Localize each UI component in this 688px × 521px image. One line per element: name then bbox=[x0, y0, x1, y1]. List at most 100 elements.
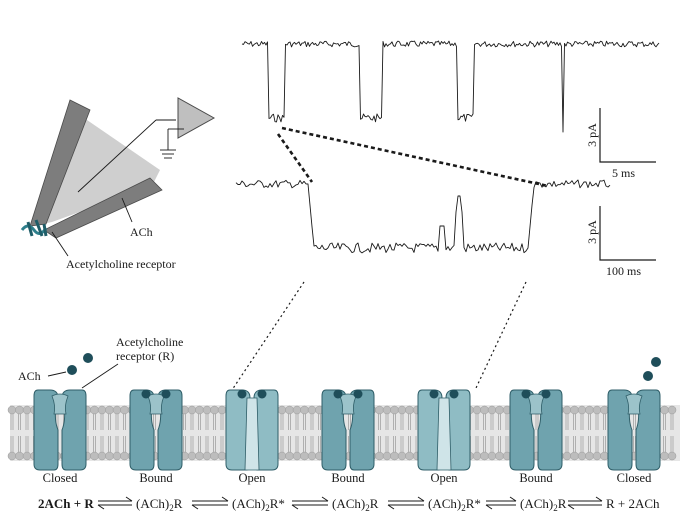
ach-membrane-leader bbox=[47, 371, 67, 377]
scalebar-top-time: 5 ms bbox=[612, 166, 635, 180]
lipid-head bbox=[660, 451, 669, 461]
ach-molecule-bound bbox=[449, 389, 459, 399]
lipid-head bbox=[390, 451, 399, 461]
forward-arrow-head bbox=[125, 496, 133, 502]
lipid-head bbox=[405, 451, 414, 461]
eq-species-1: 2ACh + R bbox=[38, 496, 94, 511]
amplifier-triangle bbox=[177, 97, 216, 139]
lipid-head bbox=[667, 405, 677, 415]
receptor-bound bbox=[321, 389, 375, 471]
receptor-gate-closed bbox=[625, 393, 643, 415]
reverse-arrow-head bbox=[567, 504, 575, 510]
reverse-arrow-head bbox=[291, 504, 299, 510]
state-label: Closed bbox=[617, 471, 652, 485]
lipid-head bbox=[90, 451, 99, 461]
ach-pipette-leader bbox=[121, 197, 133, 223]
lipid-head bbox=[480, 405, 489, 415]
ach-pipette-label: ACh bbox=[130, 225, 153, 239]
lipid-head bbox=[592, 451, 602, 461]
electrode-wire bbox=[77, 119, 157, 193]
lipid-head bbox=[382, 405, 392, 415]
ach-molecule bbox=[83, 353, 93, 363]
lipid-head bbox=[660, 405, 669, 415]
ach-membrane-label: ACh bbox=[18, 369, 41, 383]
receptor-sequence bbox=[33, 389, 661, 471]
scalebar-top: 3 pA 5 ms bbox=[585, 108, 656, 180]
lipid-head bbox=[15, 405, 24, 415]
eq-species-6: (ACh)2R bbox=[520, 496, 567, 513]
lipid-head bbox=[97, 405, 107, 415]
lipid-head bbox=[577, 451, 587, 461]
free-ach-right bbox=[643, 357, 661, 381]
receptor-closed bbox=[33, 389, 87, 471]
lipid-head bbox=[570, 405, 579, 415]
lipid-head bbox=[7, 405, 17, 415]
lipid-head bbox=[210, 405, 219, 415]
patch-membrane-stroke bbox=[20, 224, 48, 235]
eq-species-5: (ACh)2R* bbox=[428, 496, 481, 513]
receptor-closed bbox=[607, 389, 661, 471]
lipid-head bbox=[390, 405, 399, 415]
receptor-bound bbox=[509, 389, 563, 471]
lipid-head bbox=[667, 451, 677, 461]
lipid-head bbox=[382, 451, 392, 461]
receptor-pipette-label: Acetylcholine receptor bbox=[66, 257, 176, 271]
eq-species-2: (ACh)2R bbox=[136, 496, 183, 513]
lipid-head bbox=[585, 405, 594, 415]
ach-molecule-bound bbox=[333, 389, 343, 399]
receptor-pipette-leader bbox=[51, 231, 69, 257]
ach-molecule-bound bbox=[161, 389, 171, 399]
scalebar-top-axes bbox=[599, 108, 656, 163]
lipid-head bbox=[562, 451, 572, 461]
lipid-head bbox=[292, 451, 302, 461]
open-connector-right bbox=[475, 281, 527, 389]
forward-arrow-head bbox=[595, 496, 603, 502]
lipid-head bbox=[495, 451, 504, 461]
lipid-head bbox=[277, 451, 287, 461]
pipette-wall-upper bbox=[29, 99, 91, 227]
lipid-head bbox=[600, 451, 609, 461]
receptor-gate-closed bbox=[147, 393, 165, 415]
lipid-head bbox=[97, 451, 107, 461]
lipid-head bbox=[585, 451, 594, 461]
eq-species-7: R + 2ACh bbox=[606, 496, 660, 511]
equilibrium-arrows bbox=[97, 496, 603, 510]
lipid-head bbox=[195, 405, 204, 415]
ach-molecule-bound bbox=[541, 389, 551, 399]
ach-molecule-bound bbox=[237, 389, 247, 399]
lipid-head bbox=[112, 451, 122, 461]
lipid-head bbox=[397, 451, 407, 461]
receptor-r-leader bbox=[81, 363, 119, 389]
lipid-head bbox=[300, 405, 309, 415]
state-label: Bound bbox=[519, 471, 553, 485]
scalebar-bottom-axes bbox=[599, 206, 656, 261]
lipid-head bbox=[105, 451, 114, 461]
amplifier bbox=[160, 97, 216, 159]
lipid-head bbox=[22, 451, 32, 461]
ach-molecule-bound bbox=[521, 389, 531, 399]
lipid-head bbox=[592, 405, 602, 415]
lipid-head bbox=[495, 405, 504, 415]
lipid-head bbox=[120, 405, 129, 415]
receptor-pore-open bbox=[436, 397, 452, 471]
lipid-head bbox=[187, 451, 197, 461]
state-label: Bound bbox=[331, 471, 365, 485]
forward-arrow-head bbox=[417, 496, 425, 502]
lipid-head bbox=[577, 405, 587, 415]
state-labels: Closed Bound Open Bound Open Bound Close… bbox=[43, 471, 652, 485]
receptor-r-label-line1: Acetylcholine bbox=[116, 335, 183, 349]
lipid-head bbox=[90, 405, 99, 415]
lipid-head bbox=[375, 405, 384, 415]
reverse-arrow-head bbox=[191, 504, 199, 510]
kinetic-scheme: 2ACh + R (ACh)2R (ACh)2R* (ACh)2R (ACh)2… bbox=[38, 496, 660, 513]
lipid-head bbox=[7, 451, 17, 461]
ach-molecule bbox=[67, 365, 77, 375]
open-connector-left bbox=[231, 281, 305, 391]
receptor-gate-closed bbox=[527, 393, 545, 415]
zoom-connector-right bbox=[281, 126, 549, 188]
current-trace-fast bbox=[241, 40, 660, 133]
state-label: Closed bbox=[43, 471, 78, 485]
lipid-head bbox=[292, 405, 302, 415]
